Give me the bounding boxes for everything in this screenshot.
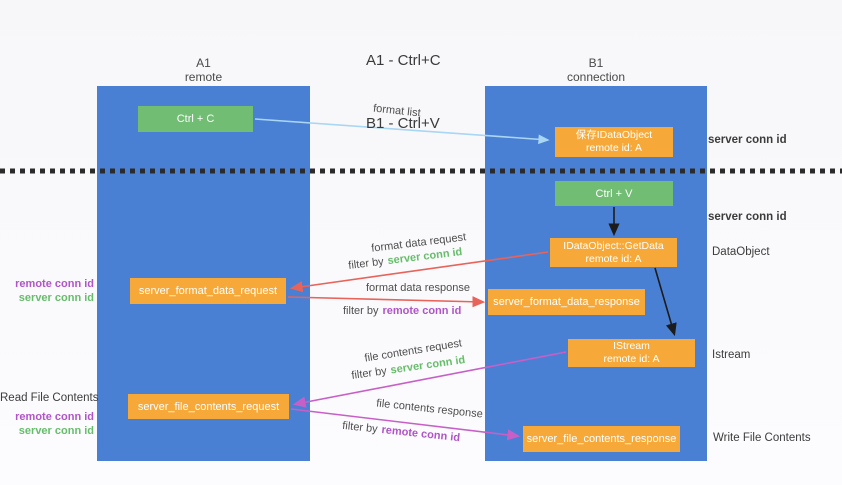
format-data-response-annotation: format data response: [366, 282, 470, 294]
diagram-title: A1 - Ctrl+C B1 - Ctrl+V: [366, 8, 441, 176]
filter-by-text: filter by: [343, 305, 379, 317]
file-contents-response-annotation: file contents response: [375, 397, 484, 421]
server-conn-id-label-top: server conn id: [708, 134, 787, 146]
save-idataobject-line1: 保存IDataObject: [575, 129, 653, 141]
save-idataobject-line2: remote id: A: [585, 142, 643, 154]
lane-b-name: B1: [588, 56, 604, 70]
read-file-contents-label: Read File Contents: [0, 392, 99, 404]
ctrl-v-label: Ctrl + V: [595, 187, 633, 200]
filter-by-text: filter by: [350, 365, 388, 382]
istream-side-label: Istream: [712, 349, 751, 361]
file-request-conn-ids: remote conn id server conn id: [0, 411, 94, 438]
remote-conn-id-label-1: remote conn id: [15, 278, 94, 290]
lane-b-header: B1 connection: [485, 56, 707, 84]
getdata-line1: IDataObject::GetData: [563, 239, 664, 252]
server-file-contents-request-node: server_file_contents_request: [128, 394, 289, 419]
lane-b-role: connection: [566, 70, 626, 84]
ctrl-c-label: Ctrl + C: [176, 113, 215, 125]
server-file-contents-request-label: server_file_contents_request: [137, 400, 280, 413]
server-file-contents-response-node: server_file_contents_response: [523, 426, 680, 452]
istream-line1: IStream: [613, 340, 650, 352]
dataobject-label: DataObject: [712, 246, 770, 258]
server-format-data-request-node: server_format_data_request: [130, 278, 286, 304]
format-request-conn-ids: remote conn id server conn id: [0, 278, 94, 305]
server-file-contents-response-label: server_file_contents_response: [526, 433, 677, 445]
filter-by-text: filter by: [341, 419, 379, 436]
server-conn-id-label-1: server conn id: [18, 291, 94, 304]
remote-conn-id-inline: remote conn id: [382, 305, 462, 317]
remote-conn-id-inline: remote conn id: [380, 423, 461, 445]
lane-a-role: remote: [184, 70, 223, 84]
server-format-data-response-node: server_format_data_response: [488, 289, 645, 315]
server-conn-id-label-mid: server conn id: [708, 211, 787, 223]
istream-line2: remote id: A: [603, 353, 660, 365]
filter-by-text: filter by: [347, 255, 385, 272]
lane-a-name: A1: [196, 56, 211, 70]
server-format-data-request-label: server_format_data_request: [138, 285, 278, 297]
server-conn-id-label-2: server conn id: [18, 424, 94, 437]
write-file-contents-label: Write File Contents: [713, 432, 811, 444]
getdata-node: IDataObject::GetData remote id: A: [550, 238, 677, 267]
istream-node: IStream remote id: A: [568, 339, 695, 367]
ctrl-v-node: Ctrl + V: [555, 181, 673, 206]
remote-conn-id-label-2: remote conn id: [15, 411, 94, 423]
getdata-line2: remote id: A: [585, 252, 642, 265]
server-format-data-response-label: server_format_data_response: [493, 296, 640, 308]
lane-a-header: A1 remote: [97, 56, 310, 84]
ctrl-c-node: Ctrl + C: [138, 106, 253, 132]
save-idataobject-node: 保存IDataObject remote id: A: [555, 127, 673, 157]
title-line-1: A1 - Ctrl+C: [366, 52, 441, 69]
format-data-response-arrow: [287, 296, 486, 308]
